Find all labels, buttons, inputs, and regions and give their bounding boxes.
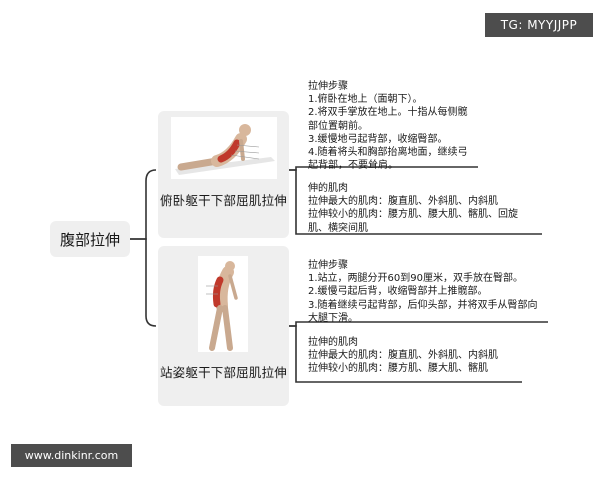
connector-root-card2 (130, 238, 157, 327)
card1-muscles-text: 伸的肌肉 拉伸最大的肌肉：腹直肌、外斜肌、内斜肌 拉伸较小的肌肉：腰方肌、腰大肌… (308, 183, 518, 234)
root-label: 腹部拉伸 (59, 230, 120, 249)
branch-card-standing[interactable]: 站姿躯干下部屈肌拉伸 (158, 246, 289, 406)
root-node[interactable]: 腹部拉伸 (50, 221, 130, 257)
connector-root-card1 (130, 169, 157, 240)
branch-card-prone[interactable]: 俯卧躯干下部屈肌拉伸 (158, 111, 289, 238)
standing-back-bend-stretch-figure (198, 256, 248, 352)
watermark-bottom: www.dinkinr.com (11, 444, 132, 467)
prone-back-extension-stretch-figure (171, 117, 277, 179)
card2-muscles-text: 拉伸的肌肉 拉伸最大的肌肉：腹直肌、外斜肌、内斜肌 拉伸较小的肌肉：腰方肌、腰大… (308, 337, 498, 375)
card1-steps-text: 拉伸步骤 1.俯卧在地上（面朝下）。 2.将双手掌放在地上。十指从每侧髋 部位置… (308, 81, 468, 172)
branch-title: 俯卧躯干下部屈肌拉伸 (159, 193, 287, 208)
card2-steps-text: 拉伸步骤 1.站立，两腿分开60到90厘米，双手放在臀部。 2.缓慢弓起后背，收… (308, 260, 538, 324)
branch-title: 站姿躯干下部屈肌拉伸 (159, 365, 287, 380)
watermark-top: TG: MYYJJPP (485, 13, 593, 37)
